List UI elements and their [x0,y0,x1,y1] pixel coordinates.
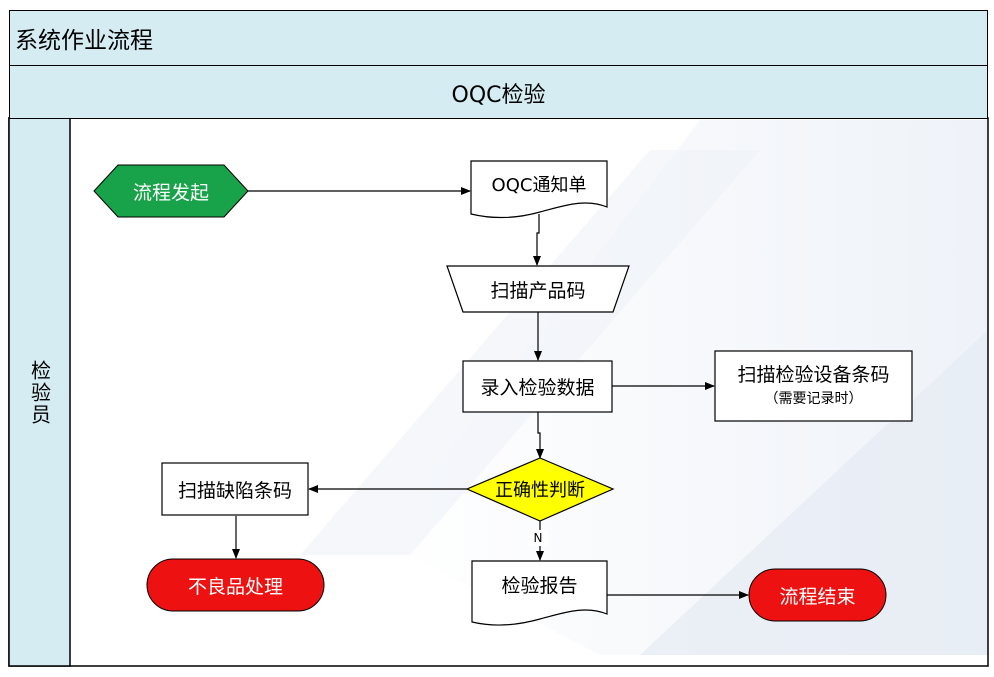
section-bar: OQC检验 [9,65,988,119]
end-node[interactable]: 流程结束 [749,569,886,621]
arrow-notice-to-scan [533,214,541,266]
start-node[interactable]: 流程发起 [94,165,248,217]
enter-data-label: 录入检验数据 [480,377,595,399]
oqc-notice-label: OQC通知单 [491,175,587,196]
scan-product-label: 扫描产品码 [490,279,586,302]
start-label: 流程发起 [132,181,209,204]
edge-label-no: N [528,530,548,546]
defect-handling-label: 不良品处理 [187,575,283,598]
section-title: OQC检验 [451,83,546,108]
scan-defect-node[interactable]: 扫描缺陷条码 [162,463,308,515]
scan-equipment-note: （需要记录时） [764,391,863,407]
arrow-enter-to-judge [536,412,544,459]
defect-handling-shape [146,558,325,612]
scan-product-node[interactable]: 扫描产品码 [463,266,613,312]
judge-label: 正确性判断 [495,480,585,501]
connectors [232,187,749,599]
oqc-notice-node[interactable]: OQC通知单 [471,161,607,207]
start-node-shape [93,164,249,218]
judge-shape [465,457,615,522]
enter-data-node[interactable]: 录入检验数据 [463,361,612,412]
background-decoration [300,120,988,655]
title-bar: 系统作业流程 [9,10,988,66]
scan-equipment-node[interactable]: 扫描检验设备条码 （需要记录时） [715,354,912,418]
oqc-notice-shape [470,160,608,219]
end-shape [748,568,887,622]
lane-header-bg [8,117,71,667]
page-title: 系统作业流程 [15,28,153,54]
defect-handling-node[interactable]: 不良品处理 [147,559,324,611]
scan-defect-label: 扫描缺陷条码 [177,479,292,502]
scan-product-shape [446,265,630,313]
scan-defect-shape [161,462,309,516]
enter-data-shape [462,360,613,413]
report-label: 检验报告 [501,574,578,597]
report-shape [471,560,608,626]
scan-equipment-label: 扫描检验设备条码 [737,364,890,386]
judge-node[interactable]: 正确性判断 [467,472,613,506]
report-node[interactable]: 检验报告 [472,561,607,607]
scan-equipment-shape [714,350,913,422]
lane-label: 检验员 [27,360,52,426]
end-label: 流程结束 [779,585,856,608]
